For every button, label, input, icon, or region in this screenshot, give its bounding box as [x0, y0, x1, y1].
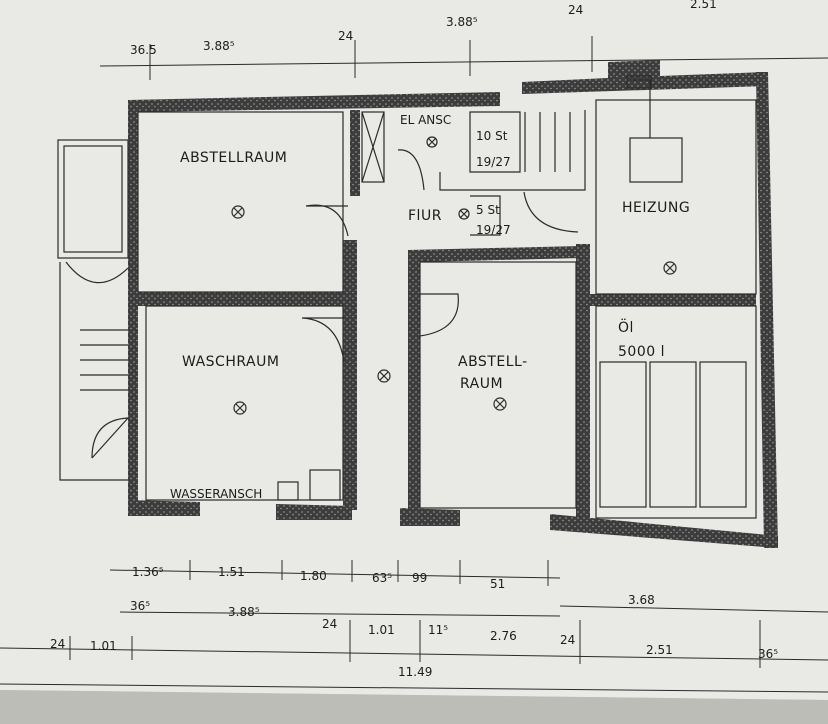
inner-lines: [57, 75, 757, 519]
light-icon: [231, 205, 245, 219]
bottom-dimension-chains: 1.36⁵ 1.51 1.80 63⁵ 99 51 3.68 36⁵ 3.88⁵…: [0, 560, 828, 693]
dim-total: 11.49: [398, 665, 432, 679]
dim-bottom-3-6: 2.76: [490, 629, 517, 643]
room-label-raum: RAUM: [460, 376, 503, 392]
outer-walls: [128, 60, 778, 548]
light-icon: [458, 208, 470, 220]
dim-bottom-3-8: 2.51: [646, 643, 673, 657]
light-icon: [377, 369, 391, 383]
dim-bottom-2-1: 36⁵: [130, 599, 150, 613]
annotation-wasseranschluss: WASSERANSCH: [170, 487, 262, 501]
dim-bottom-3-4: 1.01: [368, 623, 395, 637]
dim-bottom-3-9: 36⁵: [758, 647, 778, 661]
dim-top-4: 3.88⁵: [446, 15, 478, 29]
dim-bottom-3-2: 1.01: [90, 639, 117, 653]
dim-bottom-1-6: 51: [490, 577, 505, 591]
dim-bottom-3-5: 11⁵: [428, 623, 448, 637]
annotation-el-anschluss: EL ANSC: [400, 113, 451, 127]
dim-bottom-3-1: 24: [50, 637, 65, 651]
dim-bottom-1-3: 1.80: [300, 569, 327, 583]
dim-top-1: 36.5: [130, 43, 157, 57]
room-label-tank-capacity: 5000 l: [618, 344, 665, 360]
room-label-waschraum: WASCHRAUM: [182, 354, 279, 370]
table-edge: [0, 690, 828, 724]
dim-bottom-3-7: 24: [560, 633, 575, 647]
top-dimension-chain: 36.5 3.88⁵ 24 3.88⁵ 24 2.51: [99, 0, 828, 80]
dim-bottom-3-3: 24: [322, 617, 337, 631]
annotation-stairs-top-ratio: 19/27: [476, 155, 511, 169]
dim-right-row: 3.68: [628, 593, 655, 607]
light-icon: [663, 261, 677, 275]
room-label-flur: FlUR: [408, 208, 442, 224]
annotation-stairs-bottom-ratio: 19/27: [476, 223, 511, 237]
room-label-abstellraum: ABSTELLRAUM: [180, 150, 287, 166]
annotation-stairs-bottom-count: 5 St: [476, 203, 500, 217]
dim-top-3: 24: [338, 29, 353, 43]
dim-bottom-2-2: 3.88⁵: [228, 605, 260, 619]
dim-top-5: 24: [568, 3, 583, 17]
dim-bottom-1-1: 1.36⁵: [132, 565, 164, 579]
room-label-heizung: HEIZUNG: [622, 200, 690, 216]
room-label-abstell: ABSTELL-: [458, 354, 528, 370]
dim-top-6: 2.51: [690, 0, 717, 11]
light-icon: [493, 397, 507, 411]
dim-top-2: 3.88⁵: [203, 39, 235, 53]
dim-bottom-1-2: 1.51: [218, 565, 245, 579]
room-label-oel: Öl: [618, 318, 634, 336]
light-icon: [233, 401, 247, 415]
ceiling-lights: [231, 136, 677, 415]
dim-bottom-1-4: 63⁵: [372, 571, 392, 585]
light-icon: [426, 136, 438, 148]
annotation-stairs-top-count: 10 St: [476, 129, 508, 143]
dim-bottom-1-5: 99: [412, 571, 427, 585]
